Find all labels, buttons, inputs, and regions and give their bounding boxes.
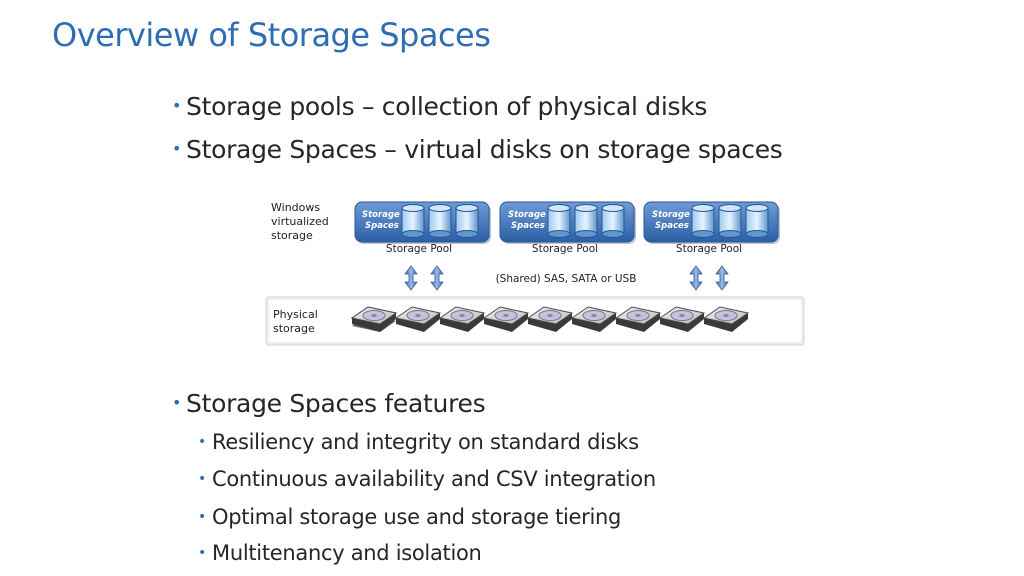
physical-disk-icon xyxy=(614,306,662,332)
virtual-disk-icon xyxy=(601,204,625,238)
storage-spaces-badge: Spaces xyxy=(365,221,399,231)
virtual-disk-icon xyxy=(547,204,571,238)
sub-bullet-resiliency: • Resiliency and integrity on standard di… xyxy=(198,430,639,454)
storage-pool-caption: Storage Pool xyxy=(386,243,452,255)
bullet-dot: • xyxy=(172,139,182,158)
storage-pool-caption: Storage Pool xyxy=(532,243,598,255)
bullet-text: Continuous availability and CSV integrat… xyxy=(212,467,656,491)
virtual-disk-icon xyxy=(401,204,425,238)
bullet-dot: • xyxy=(198,509,206,525)
slide-title: Overview of Storage Spaces xyxy=(52,16,491,54)
double-arrow-icon xyxy=(689,265,703,291)
sub-bullet-tiering: • Optimal storage use and storage tiering xyxy=(198,505,621,529)
virtual-disk-icon xyxy=(574,204,598,238)
physical-disk-icon xyxy=(702,306,750,332)
physical-storage-label: Physical storage xyxy=(273,308,321,335)
bullet-storage-spaces: •Storage Spaces – virtual disks on stora… xyxy=(172,135,783,164)
sub-bullet-multitenancy: • Multitenancy and isolation xyxy=(198,541,482,565)
storage-pool-caption: Storage Pool xyxy=(676,243,742,255)
physical-disk-icon xyxy=(350,306,398,332)
bullet-dot: • xyxy=(172,393,182,412)
double-arrow-icon xyxy=(430,265,444,291)
physical-disk-icon xyxy=(570,306,618,332)
physical-disk-icon xyxy=(438,306,486,332)
bullet-dot: • xyxy=(198,471,206,487)
physical-disk-icon xyxy=(526,306,574,332)
virtual-disk-icon xyxy=(428,204,452,238)
storage-pool-3: Storage Spaces Storage Pool xyxy=(643,201,780,255)
connection-label: (Shared) SAS, SATA or USB xyxy=(496,273,637,285)
bullet-text: Storage Spaces – virtual disks on storag… xyxy=(186,135,783,164)
bullet-dot: • xyxy=(172,96,182,115)
physical-disk-icon xyxy=(394,306,442,332)
double-arrow-icon xyxy=(715,265,729,291)
storage-spaces-badge: Storage xyxy=(652,210,690,220)
bullet-dot: • xyxy=(198,434,206,450)
bullet-dot: • xyxy=(198,545,206,561)
virtual-disk-icon xyxy=(691,204,715,238)
bullet-text: Multitenancy and isolation xyxy=(212,541,482,565)
physical-disk-icon xyxy=(658,306,706,332)
virtual-storage-label: Windows virtualized storage xyxy=(271,201,332,242)
virtual-disk-icon xyxy=(718,204,742,238)
virtual-disk-icon xyxy=(455,204,479,238)
storage-pool-1: Storage Spaces Storage Pool xyxy=(354,201,491,255)
storage-spaces-badge: Storage xyxy=(508,210,546,220)
storage-spaces-badge: Spaces xyxy=(655,221,689,231)
bullet-text: Optimal storage use and storage tiering xyxy=(212,505,622,529)
virtual-disk-icon xyxy=(745,204,769,238)
double-arrow-icon xyxy=(404,265,418,291)
bullet-text: Resiliency and integrity on standard dis… xyxy=(212,430,639,454)
bullet-features-heading: •Storage Spaces features xyxy=(172,389,486,418)
physical-disk-icon xyxy=(482,306,530,332)
bullet-text: Storage pools – collection of physical d… xyxy=(186,92,708,121)
storage-pool-2: Storage Spaces Storage Pool xyxy=(499,201,636,255)
bullet-text: Storage Spaces features xyxy=(186,389,486,418)
storage-spaces-badge: Spaces xyxy=(511,221,545,231)
storage-spaces-badge: Storage xyxy=(362,210,400,220)
sub-bullet-availability: • Continuous availability and CSV integra… xyxy=(198,467,656,491)
bullet-storage-pools: •Storage pools – collection of physical … xyxy=(172,92,707,121)
